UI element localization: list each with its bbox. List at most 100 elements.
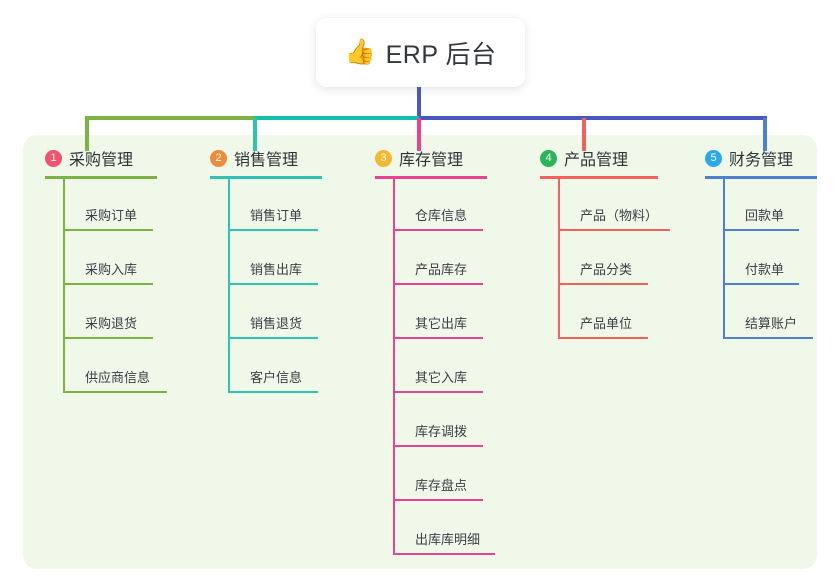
drop-connector-sales — [253, 118, 257, 151]
branch-item-label: 其它入库 — [415, 370, 468, 385]
branch-item[interactable]: 仓库信息 — [393, 195, 483, 231]
branch-title-purchase: 采购管理 — [69, 152, 134, 169]
branch-item-label: 出库库明细 — [415, 532, 481, 547]
branch-item-rule — [723, 337, 813, 339]
branch-item-label: 采购入库 — [85, 262, 138, 277]
branch-item[interactable]: 其它入库 — [393, 357, 483, 393]
branch-item-rule — [723, 229, 799, 231]
branch-title-sales: 销售管理 — [234, 152, 299, 169]
branch-item[interactable]: 产品分类 — [558, 249, 648, 285]
branch-item-rule — [228, 391, 318, 393]
drop-connector-purchase — [85, 118, 89, 151]
branch-item-label: 销售出库 — [250, 262, 303, 277]
branch-item-rule — [558, 337, 648, 339]
branch-item-rule — [558, 283, 648, 285]
branch-item[interactable]: 销售出库 — [228, 249, 318, 285]
drop-connector-product — [582, 118, 586, 151]
branch-item[interactable]: 客户信息 — [228, 357, 318, 393]
branch-item[interactable]: 采购订单 — [63, 195, 153, 231]
branch-header-finance[interactable]: 5 财务管理 — [694, 145, 793, 171]
branch-item[interactable]: 产品库存 — [393, 249, 483, 285]
branch-item[interactable]: 供应商信息 — [63, 357, 167, 393]
branches-panel: 1 采购管理采购订单采购入库采购退货供应商信息 2 销售管理销售订单销售出库销售退货客… — [23, 135, 817, 569]
branch-item-rule — [393, 283, 483, 285]
branch-header-rule-purchase — [45, 176, 157, 179]
branch-index-badge-inventory: 3 — [375, 149, 392, 167]
branch-item-rule — [393, 445, 483, 447]
branch-item-rule — [63, 283, 153, 285]
branch-title-finance: 财务管理 — [729, 152, 794, 169]
branch-item-label: 产品库存 — [415, 262, 468, 277]
branch-item-label: 付款单 — [745, 262, 785, 277]
branch-item-rule — [393, 391, 483, 393]
branch-index-badge-product: 4 — [540, 149, 557, 167]
branch-title-product: 产品管理 — [564, 152, 629, 169]
drop-connector-finance — [763, 118, 767, 151]
branch-item[interactable]: 产品单位 — [558, 303, 648, 339]
branch-index-badge-purchase: 1 — [45, 149, 62, 167]
branch-item-rule — [228, 283, 318, 285]
branch-item-rule — [393, 337, 483, 339]
branch-item-rule — [393, 499, 483, 501]
branch-item[interactable]: 库存调拨 — [393, 411, 483, 447]
branch-item-label: 销售退货 — [250, 316, 303, 331]
branch-item-label: 回款单 — [745, 208, 785, 223]
branch-item[interactable]: 其它出库 — [393, 303, 483, 339]
branch-item-label: 库存盘点 — [415, 478, 468, 493]
branch-header-rule-finance — [705, 176, 817, 179]
branch-item-rule — [228, 229, 318, 231]
branch-rail-inventory — [393, 178, 395, 555]
root-node-card[interactable]: 👍 ERP 后台 — [316, 18, 525, 87]
branch-rail-finance — [723, 178, 725, 339]
branch-index-badge-sales: 2 — [210, 149, 227, 167]
branch-rail-purchase — [63, 178, 65, 393]
branch-item[interactable]: 产品（物料） — [558, 195, 670, 231]
branch-item-rule — [63, 337, 153, 339]
bus-indigo — [419, 116, 767, 120]
root-stem-connector — [417, 87, 421, 118]
root-node-title: ERP 后台 — [385, 40, 497, 69]
branch-item[interactable]: 采购退货 — [63, 303, 153, 339]
drop-connector-inventory — [417, 118, 421, 151]
branch-item-rule — [393, 229, 483, 231]
branch-item-label: 其它出库 — [415, 316, 468, 331]
branch-item-label: 采购订单 — [85, 208, 138, 223]
bus-green — [85, 116, 255, 120]
branch-item-label: 销售订单 — [250, 208, 303, 223]
branch-header-product[interactable]: 4 产品管理 — [529, 145, 628, 171]
branch-item[interactable]: 销售订单 — [228, 195, 318, 231]
branch-header-sales[interactable]: 2 销售管理 — [199, 145, 298, 171]
branch-item-label: 仓库信息 — [415, 208, 468, 223]
branch-index-badge-finance: 5 — [705, 149, 722, 167]
branch-item[interactable]: 库存盘点 — [393, 465, 483, 501]
branch-item[interactable]: 采购入库 — [63, 249, 153, 285]
branch-item-label: 供应商信息 — [85, 370, 151, 385]
branch-item-label: 库存调拨 — [415, 424, 468, 439]
branch-title-inventory: 库存管理 — [399, 152, 464, 169]
thumbs-up-icon: 👍 — [344, 38, 376, 66]
branch-rail-product — [558, 178, 560, 339]
branch-header-purchase[interactable]: 1 采购管理 — [34, 145, 133, 171]
branch-rail-sales — [228, 178, 230, 393]
branch-item-rule — [393, 553, 495, 555]
branch-header-rule-inventory — [375, 176, 487, 179]
branch-item[interactable]: 回款单 — [723, 195, 799, 231]
branch-item-rule — [63, 391, 167, 393]
branch-item-label: 产品（物料） — [580, 208, 659, 223]
branch-item-label: 产品单位 — [580, 316, 633, 331]
branch-item-rule — [723, 283, 799, 285]
branch-item-label: 产品分类 — [580, 262, 633, 277]
branch-item-label: 客户信息 — [250, 370, 303, 385]
bus-teal — [255, 116, 419, 120]
branch-item[interactable]: 结算账户 — [723, 303, 813, 339]
branch-item-rule — [228, 337, 318, 339]
branch-item[interactable]: 销售退货 — [228, 303, 318, 339]
branch-item[interactable]: 出库库明细 — [393, 519, 495, 555]
branch-header-rule-product — [540, 176, 658, 179]
branch-header-inventory[interactable]: 3 库存管理 — [364, 145, 463, 171]
branch-item-rule — [63, 229, 153, 231]
branch-item-label: 结算账户 — [745, 316, 798, 331]
branch-item-rule — [558, 229, 670, 231]
branch-item[interactable]: 付款单 — [723, 249, 799, 285]
